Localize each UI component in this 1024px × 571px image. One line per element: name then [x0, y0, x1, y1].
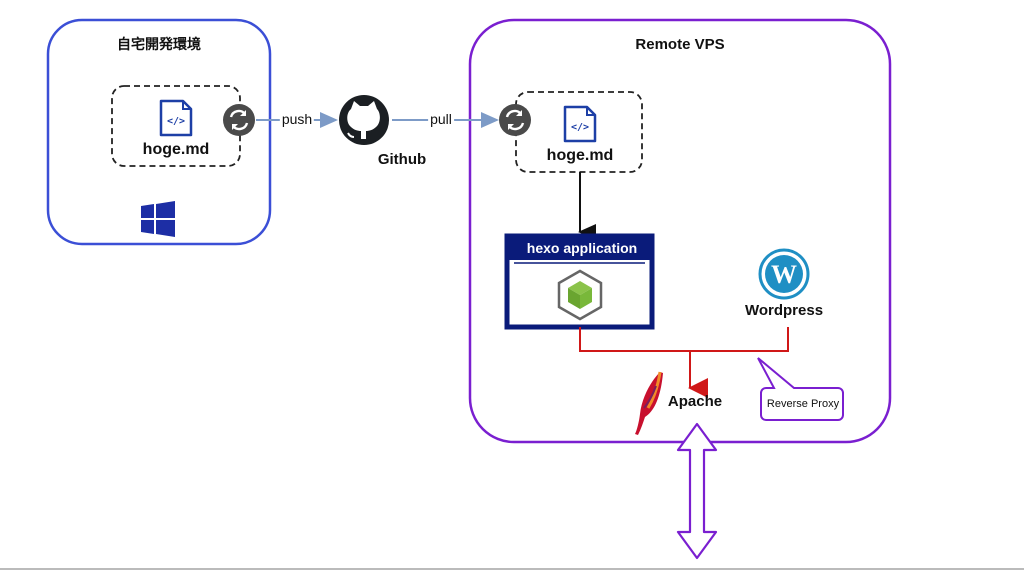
nodejs-hexagon-icon [557, 269, 603, 321]
remote-file-name: hoge.md [546, 147, 614, 164]
local-env-title: 自宅開発環境 [117, 36, 201, 52]
github-octocat-icon [339, 95, 389, 145]
svg-text:</>: </> [167, 116, 185, 127]
hexo-application-title: hexo application [526, 240, 638, 256]
local-file-name: hoge.md [142, 141, 210, 158]
pull-label: pull [428, 111, 454, 127]
sync-icon [499, 104, 531, 136]
svg-text:</>: </> [571, 122, 589, 133]
github-label: Github [377, 151, 427, 168]
bidirectional-arrow [676, 422, 718, 560]
apache-label: Apache [667, 393, 723, 410]
windows-logo-icon [141, 201, 175, 237]
wordpress-logo-icon: W [758, 248, 810, 300]
wordpress-label: Wordpress [744, 302, 824, 319]
remote-vps-container [468, 18, 892, 444]
push-label: push [279, 111, 315, 127]
apache-feather-icon [635, 371, 663, 435]
file-code-icon: </> [563, 105, 597, 143]
local-env-container [46, 18, 272, 246]
sync-icon [223, 104, 255, 136]
hexo-title-bar [507, 236, 652, 260]
reverse-proxy-callout [757, 357, 844, 421]
reverse-proxy-text: Reverse Proxy [766, 398, 840, 410]
remote-vps-title: Remote VPS [635, 36, 725, 53]
reverse-proxy-connector [579, 327, 789, 352]
file-code-icon: </> [159, 99, 193, 137]
svg-text:W: W [771, 260, 797, 289]
